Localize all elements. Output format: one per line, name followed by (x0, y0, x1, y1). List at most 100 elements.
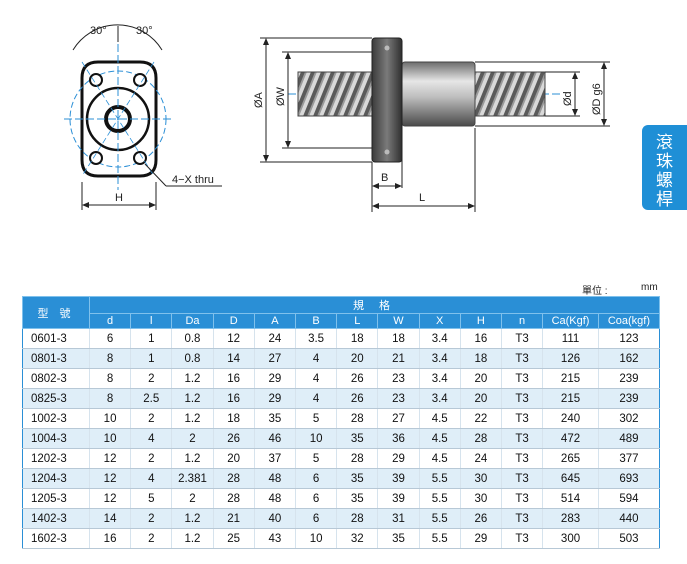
table-cell: T3 (500, 468, 543, 489)
table-cell: 5 (294, 408, 337, 429)
table-cell: 4.5 (418, 408, 461, 429)
dim-L-label: L (419, 192, 425, 204)
table-cell: 126 (542, 348, 599, 369)
table-cell: 46 (253, 428, 296, 449)
mount-hole (89, 73, 103, 87)
nut-flange (371, 37, 403, 163)
table-cell: 20 (459, 388, 502, 409)
table-cell: 2 (130, 368, 172, 389)
table-cell: 240 (542, 408, 599, 429)
table-cell: 283 (542, 508, 599, 529)
technical-drawing: 30° 30° 4−X thru H (64, 24, 610, 212)
table-cell: 1.2 (171, 508, 214, 529)
table-cell: 300 (542, 528, 599, 549)
table-cell: 4 (130, 468, 172, 489)
table-cell: 28 (336, 448, 378, 469)
table-cell: 28 (336, 408, 378, 429)
model-cell: 1204-3 (22, 468, 90, 489)
table-cell: 16 (212, 368, 255, 389)
model-cell: 1004-3 (22, 428, 90, 449)
table-cell: 2 (171, 428, 214, 449)
table-cell: 26 (212, 428, 255, 449)
table-cell: 23 (377, 388, 420, 409)
model-cell: 0801-3 (22, 348, 90, 369)
table-cell: 35 (336, 468, 378, 489)
table-cell: 12 (88, 448, 131, 469)
table-cell: 3.5 (294, 328, 337, 349)
table-cell: T3 (500, 348, 543, 369)
table-cell: 18 (212, 408, 255, 429)
column-header: Coa(kgf) (597, 313, 661, 329)
table-cell: 4 (294, 368, 337, 389)
table-cell: 4.5 (418, 448, 461, 469)
nut-shaft (401, 61, 476, 127)
table-cell: 16 (212, 388, 255, 409)
dim-D-label: ØD g6 (591, 83, 603, 115)
table-cell: 43 (253, 528, 296, 549)
table-cell: 3.4 (418, 348, 461, 369)
table-cell: 20 (459, 368, 502, 389)
table-cell: 3.4 (418, 368, 461, 389)
table-cell: 514 (542, 488, 599, 509)
table-cell: 594 (597, 488, 660, 509)
table-cell: 8 (88, 348, 131, 369)
table-cell: 24 (459, 448, 502, 469)
table-cell: T3 (500, 528, 543, 549)
dim-B-label: B (381, 172, 388, 184)
table-cell: 2.5 (130, 388, 172, 409)
table-cell: 36 (377, 428, 420, 449)
hole-label: 4−X thru (172, 174, 214, 186)
model-cell: 1205-3 (22, 488, 90, 509)
front-view: 30° 30° 4−X thru H (64, 24, 222, 210)
table-cell: 6 (294, 488, 337, 509)
dim-W-label: ØW (275, 86, 287, 106)
unit-value: mm (641, 282, 658, 293)
model-cell: 1402-3 (22, 508, 90, 529)
model-cell: 0601-3 (22, 328, 90, 349)
model-cell: 1002-3 (22, 408, 90, 429)
model-cell: 1202-3 (22, 448, 90, 469)
table-cell: 30 (459, 488, 502, 509)
category-tab[interactable]: 滾 珠 螺 桿 (642, 125, 687, 210)
table-cell: 10 (88, 408, 131, 429)
table-cell: 2.381 (171, 468, 214, 489)
model-header: 型 號 (22, 296, 90, 329)
model-cell: 1602-3 (22, 528, 90, 549)
table-cell: 40 (253, 508, 296, 529)
column-header: d (88, 313, 132, 329)
table-cell: 1 (130, 348, 172, 369)
table-cell: T3 (500, 388, 543, 409)
table-cell: T3 (500, 508, 543, 529)
table-cell: 1.2 (171, 368, 214, 389)
column-header: L (336, 313, 379, 329)
table-cell: 18 (377, 328, 420, 349)
spec-group-header: 規 格 (88, 296, 661, 314)
table-cell: 5.5 (418, 508, 461, 529)
angle-right-label: 30° (136, 25, 153, 37)
table-cell: 10 (294, 528, 337, 549)
column-header: X (418, 313, 461, 329)
table-cell: 4 (130, 428, 172, 449)
table-cell: 489 (597, 428, 660, 449)
table-cell: 6 (294, 468, 337, 489)
table-cell: 5 (294, 448, 337, 469)
table-cell: 4 (294, 348, 337, 369)
table-cell: 6 (294, 508, 337, 529)
table-cell: 215 (542, 368, 599, 389)
table-cell: 1.2 (171, 448, 214, 469)
category-tab-char: 桿 (656, 190, 673, 209)
table-cell: 123 (597, 328, 660, 349)
table-cell: 37 (253, 448, 296, 469)
model-cell: 0825-3 (22, 388, 90, 409)
table-cell: 239 (597, 368, 660, 389)
table-cell: 22 (459, 408, 502, 429)
table-cell: 18 (336, 328, 378, 349)
table-cell: T3 (500, 448, 543, 469)
column-header: l (130, 313, 173, 329)
